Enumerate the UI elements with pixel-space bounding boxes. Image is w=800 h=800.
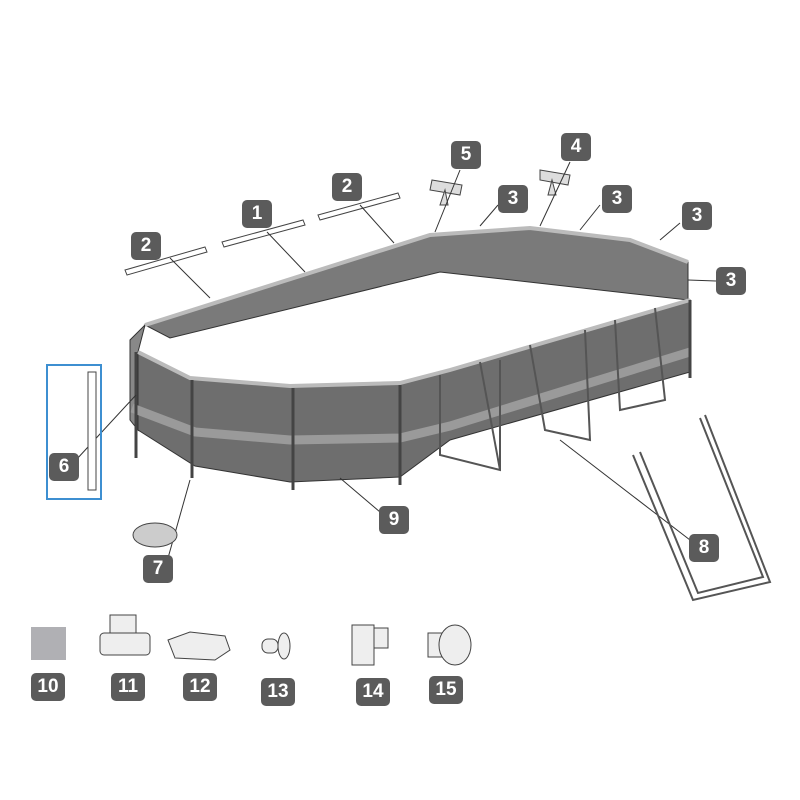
pool-legs [134, 300, 692, 490]
plug-13-drawing [261, 632, 291, 660]
pool-front-rim [137, 298, 691, 389]
pool-ladder [439, 307, 667, 472]
part-label-2: 2 [131, 232, 161, 260]
pool-front-wall [137, 299, 691, 483]
strainer-15-drawing [427, 624, 472, 666]
part-label-12: 12 [183, 673, 217, 701]
part-label-14: 14 [356, 678, 390, 706]
nut-11-drawing [99, 614, 151, 656]
skimmer-14-drawing [351, 624, 389, 666]
part-label-1: 1 [242, 200, 272, 228]
part-label-3: 3 [602, 185, 632, 213]
part-label-9: 9 [379, 506, 409, 534]
leg-6-drawing [87, 371, 97, 491]
part-label-8: 8 [689, 534, 719, 562]
part-label-5: 5 [451, 141, 481, 169]
part-6-highlight-box[interactable] [46, 364, 102, 500]
ladder-8-drawing [632, 414, 772, 602]
part-label-3: 3 [716, 267, 746, 295]
part-label-3: 3 [682, 202, 712, 230]
top-rails [124, 192, 401, 276]
patch-10-drawing [31, 627, 66, 660]
part-label-3: 3 [498, 185, 528, 213]
part-label-11: 11 [111, 673, 145, 701]
part-label-7: 7 [143, 555, 173, 583]
cap-12-drawing [167, 631, 231, 661]
part-label-2: 2 [332, 173, 362, 201]
pool-rim [144, 225, 689, 327]
part-label-15: 15 [429, 676, 463, 704]
part-label-13: 13 [261, 678, 295, 706]
part-label-10: 10 [31, 673, 65, 701]
part-label-6[interactable]: 6 [49, 453, 79, 481]
leg-cap-7-drawing [132, 522, 178, 548]
part-label-4: 4 [561, 133, 591, 161]
